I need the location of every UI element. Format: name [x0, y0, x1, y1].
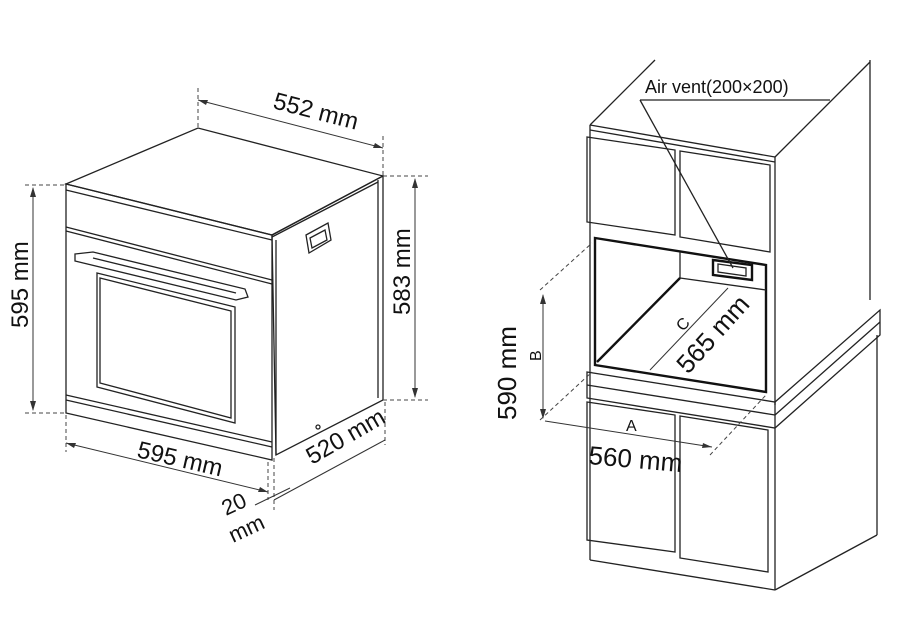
upper-right-door [679, 150, 771, 253]
lower-right-door [679, 415, 769, 573]
label-a: A [626, 418, 637, 435]
oven-top [63, 127, 385, 236]
lower-left-door [586, 401, 676, 553]
control-panel-edge [65, 226, 273, 281]
cabinet-depth-label: 565 mm [670, 289, 755, 379]
oven-depth-top-label: 552 mm [270, 88, 361, 136]
air-vent-label: Air vent(200×200) [645, 77, 789, 97]
cabinet-drawing [539, 59, 881, 591]
oven-handle [74, 251, 249, 301]
cabinet-width-label: 560 mm [587, 440, 683, 478]
mounting-bracket-icon [305, 221, 332, 255]
label-c: C [673, 315, 693, 335]
oven-body-depth-label: 520 mm [302, 403, 391, 470]
oven-drawing [25, 88, 428, 510]
label-b: B [528, 350, 545, 361]
oven-body-height-label: 583 mm [389, 228, 416, 315]
oven-cavity [593, 236, 768, 394]
oven-width-label: 595 mm [135, 437, 226, 483]
cabinet-height-label: 590 mm [492, 326, 522, 420]
oven-front-height-label: 595 mm [7, 241, 34, 328]
oven-window [96, 272, 236, 424]
oven-front [65, 183, 273, 461]
upper-left-door [586, 136, 676, 236]
air-vent-icon [711, 258, 754, 282]
